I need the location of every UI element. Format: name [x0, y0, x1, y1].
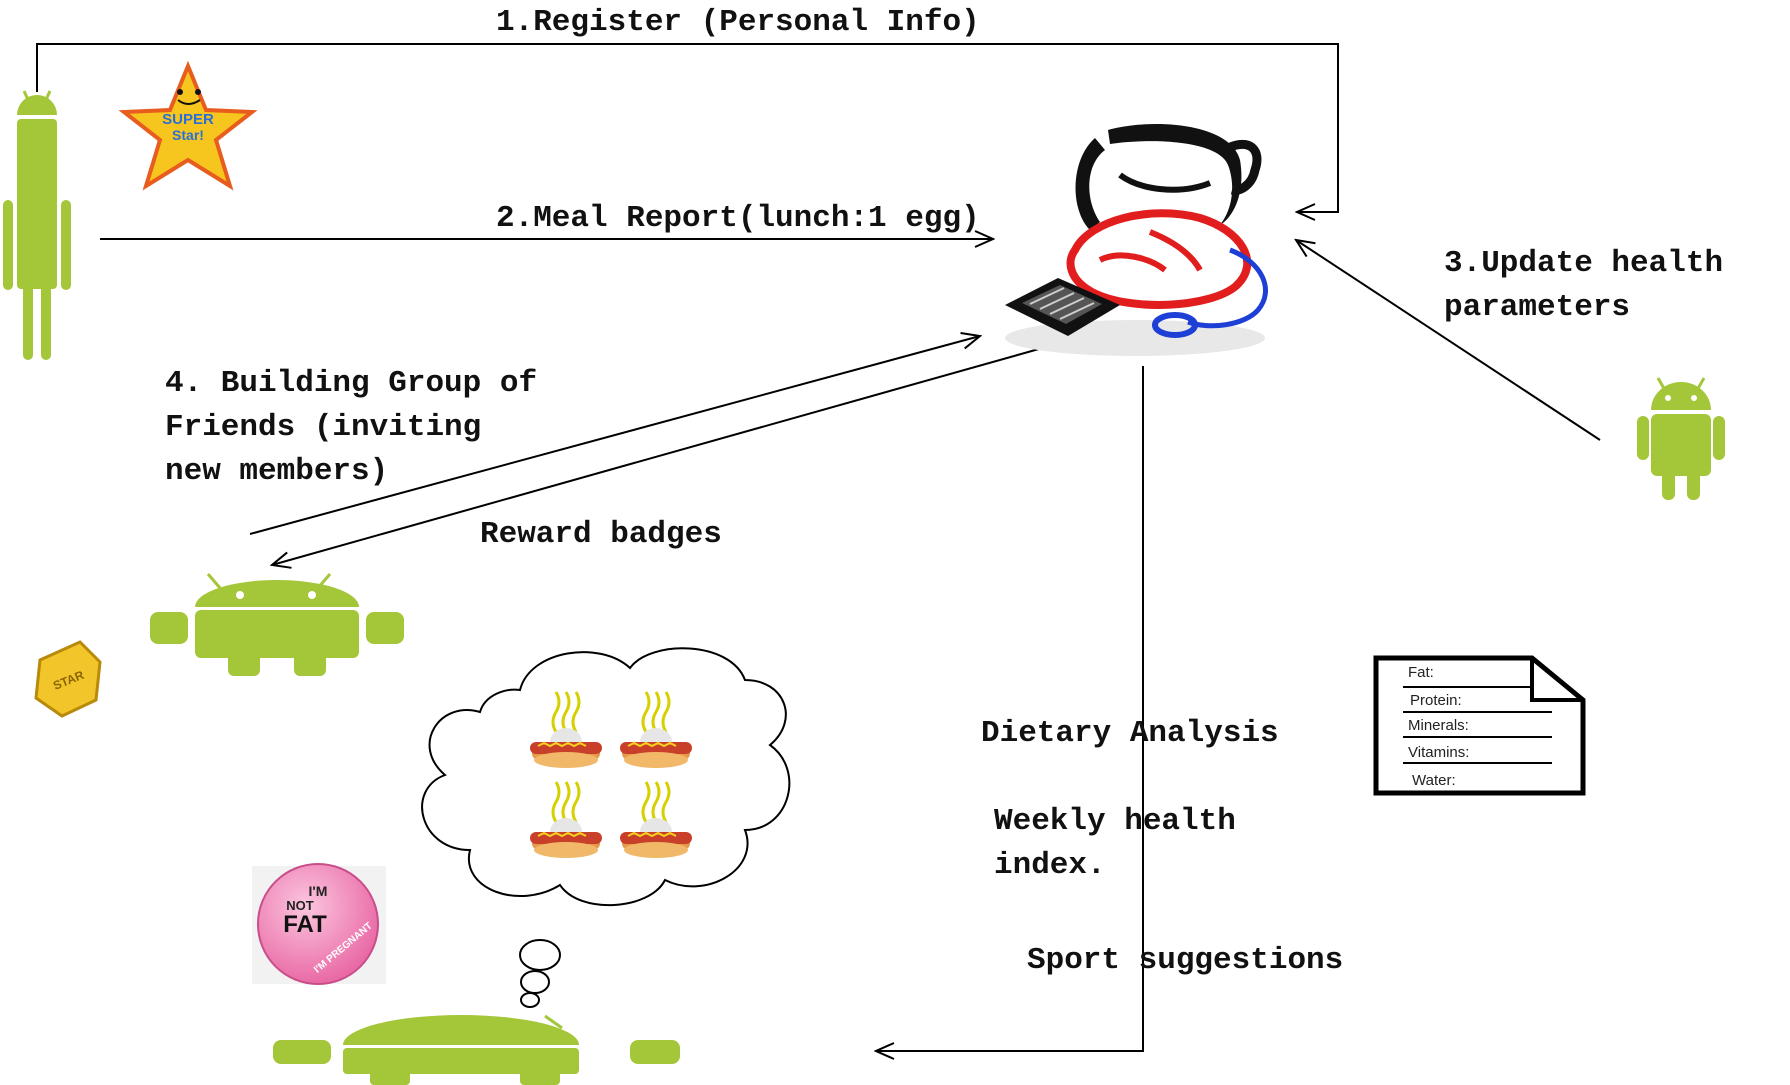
update-health-arrow — [1296, 240, 1601, 441]
label-building-group: 4. Building Group of Friends (inviting n… — [165, 366, 538, 489]
button-text-3: FAT — [283, 911, 327, 938]
label-dietary-analysis: Dietary Analysis — [981, 716, 1279, 751]
server-computer-icon — [1005, 123, 1268, 356]
android-analysis-icon — [273, 1014, 680, 1085]
superstar-text-1: SUPER — [162, 111, 214, 128]
not-fat-button-badge-icon: I'M NOT FAT I'M PREGNANT — [252, 863, 386, 985]
connectors — [36, 43, 1601, 1051]
button-text-2: NOT — [286, 898, 314, 913]
nutrition-row-water: Water: — [1412, 772, 1456, 789]
label-reward-badges: Reward badges — [480, 517, 722, 552]
register-connector — [36, 43, 1339, 212]
nutrition-row-fat: Fat: — [1408, 664, 1434, 681]
reward-badges-arrow — [272, 335, 1086, 565]
android-update-icon — [1637, 377, 1725, 500]
nutrition-sheet-icon: Fat: Protein: Minerals: Vitamins: Water: — [1373, 655, 1586, 796]
android-group-icon — [150, 573, 404, 676]
label-update-health: 3.Update health parameters — [1444, 246, 1724, 325]
invite-friends-arrow — [249, 336, 980, 535]
nutrition-row-vitamins: Vitamins: — [1408, 744, 1469, 761]
label-meal-report: 2.Meal Report(lunch:1 egg) — [496, 201, 980, 236]
nutrition-row-minerals: Minerals: — [1408, 717, 1469, 734]
label-sport-suggestions: Sport suggestions — [1027, 943, 1344, 978]
android-user-icon — [3, 90, 71, 360]
superstar-text-2: Star! — [172, 127, 204, 143]
label-register: 1.Register (Personal Info) — [496, 5, 980, 40]
thought-cloud — [421, 647, 791, 1008]
button-text-1: I'M — [309, 883, 328, 899]
label-weekly-health-index: Weekly health index. — [994, 804, 1236, 883]
superstar-badge-icon: SUPER Star! — [118, 60, 258, 191]
star-shield-badge-icon: STAR — [34, 640, 102, 718]
analysis-connector — [876, 366, 1144, 1051]
nutrition-row-protein: Protein: — [1410, 692, 1462, 709]
